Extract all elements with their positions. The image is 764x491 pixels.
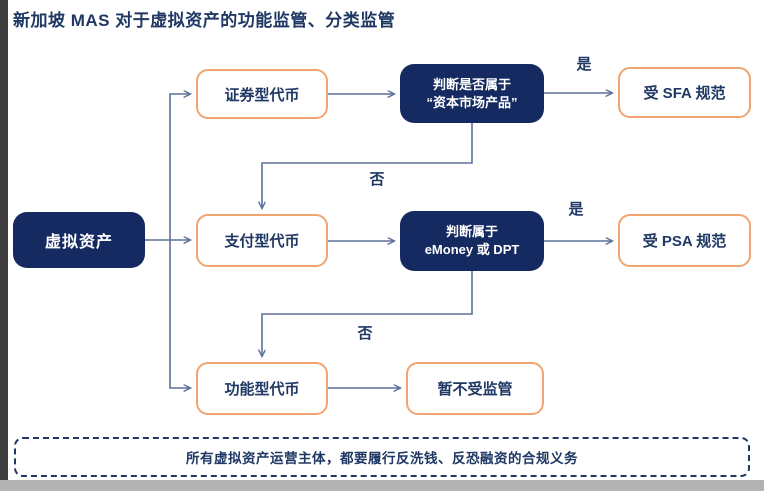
edge-label-no-2: 否 xyxy=(357,325,373,342)
node-virtual-asset: 虚拟资产 xyxy=(13,212,145,268)
edge-label-yes-1: 是 xyxy=(576,56,592,73)
node-label: 虚拟资产 xyxy=(44,234,113,251)
node-decision-capital-market: 判断是否属于 “资本市场产品” xyxy=(400,64,544,123)
node-label: 受 SFA 规范 xyxy=(643,85,726,102)
node-label: 证券型代币 xyxy=(224,86,300,104)
decision-line-2: eMoney 或 DPT xyxy=(424,242,520,257)
node-label: 暂不受监管 xyxy=(437,381,513,398)
node-security-token: 证券型代币 xyxy=(196,69,328,119)
edge-label-yes-2: 是 xyxy=(568,201,584,218)
screenshot-left-edge xyxy=(0,0,8,480)
node-label: 支付型代币 xyxy=(224,233,300,250)
decision-line-1: 判断是否属于 xyxy=(432,76,511,92)
decision-line-2: “资本市场产品” xyxy=(426,94,518,110)
edge-branch-to-utility xyxy=(169,240,190,388)
node-label: 受 PSA 规范 xyxy=(642,233,727,250)
edge-decision2-no xyxy=(262,271,473,356)
node-outcome-unregulated: 暂不受监管 xyxy=(406,362,544,415)
decision-line-1: 判断属于 xyxy=(445,224,498,240)
node-utility-token: 功能型代币 xyxy=(196,362,328,415)
screenshot-bottom-edge xyxy=(0,480,764,491)
edge-branch-to-security xyxy=(169,94,190,240)
node-payment-token: 支付型代币 xyxy=(196,214,328,267)
node-label: 功能型代币 xyxy=(224,381,300,398)
compliance-footnote-box: 所有虚拟资产运营主体，都要履行反洗钱、反恐融资的合规义务 xyxy=(14,437,750,477)
node-decision-emoney-dpt: 判断属于 eMoney 或 DPT xyxy=(400,211,544,271)
edge-decision1-no xyxy=(262,123,473,208)
compliance-footnote-text: 所有虚拟资产运营主体，都要履行反洗钱、反恐融资的合规义务 xyxy=(186,451,578,466)
node-outcome-psa: 受 PSA 规范 xyxy=(618,214,751,267)
node-outcome-sfa: 受 SFA 规范 xyxy=(618,67,751,118)
edge-label-no-1: 否 xyxy=(369,171,385,188)
page-title: 新加坡 MAS 对于虚拟资产的功能监管、分类监管 xyxy=(13,11,396,30)
